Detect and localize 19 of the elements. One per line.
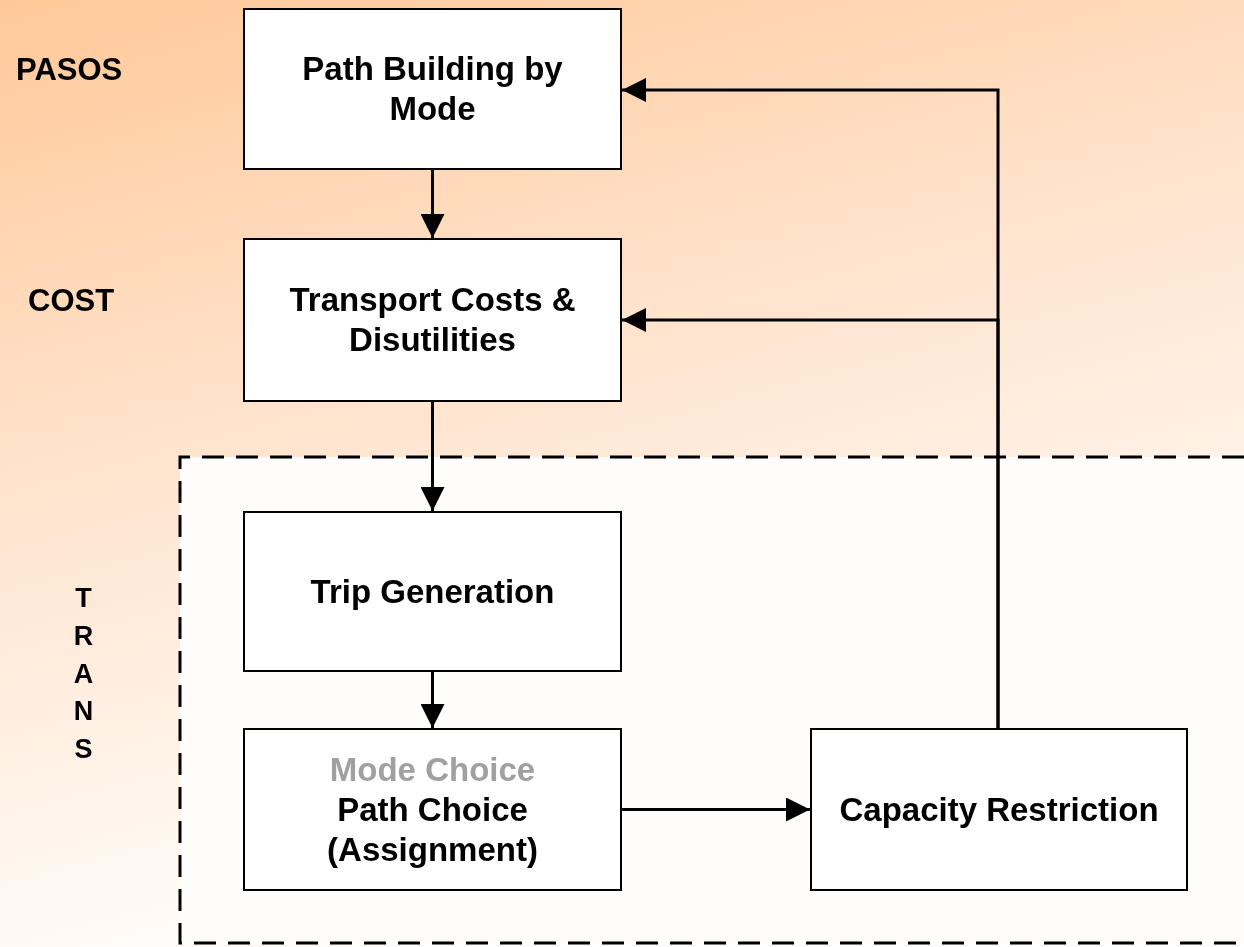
box-text: Path Building by Mode [301, 49, 564, 129]
arrow [420, 672, 445, 728]
box-text: Transport Costs & Disutilities [288, 280, 577, 360]
arrow [420, 402, 445, 511]
process-box [243, 238, 622, 402]
process-box [243, 728, 622, 891]
process-box [243, 511, 622, 672]
arrow [420, 170, 445, 238]
box-text: Capacity Restriction [839, 789, 1159, 830]
row-label: COST [28, 283, 115, 319]
process-box [243, 8, 622, 170]
faded-heading: Mode Choice [329, 749, 536, 790]
process-box [810, 728, 1188, 891]
row-label: PASOS [16, 52, 123, 88]
box-text: Trip Generation [310, 571, 555, 612]
arrow [622, 797, 810, 822]
box-text: Path Choice (Assignment) [326, 789, 539, 870]
arrow [622, 308, 1000, 728]
vertical-label: TRANS [72, 582, 95, 767]
